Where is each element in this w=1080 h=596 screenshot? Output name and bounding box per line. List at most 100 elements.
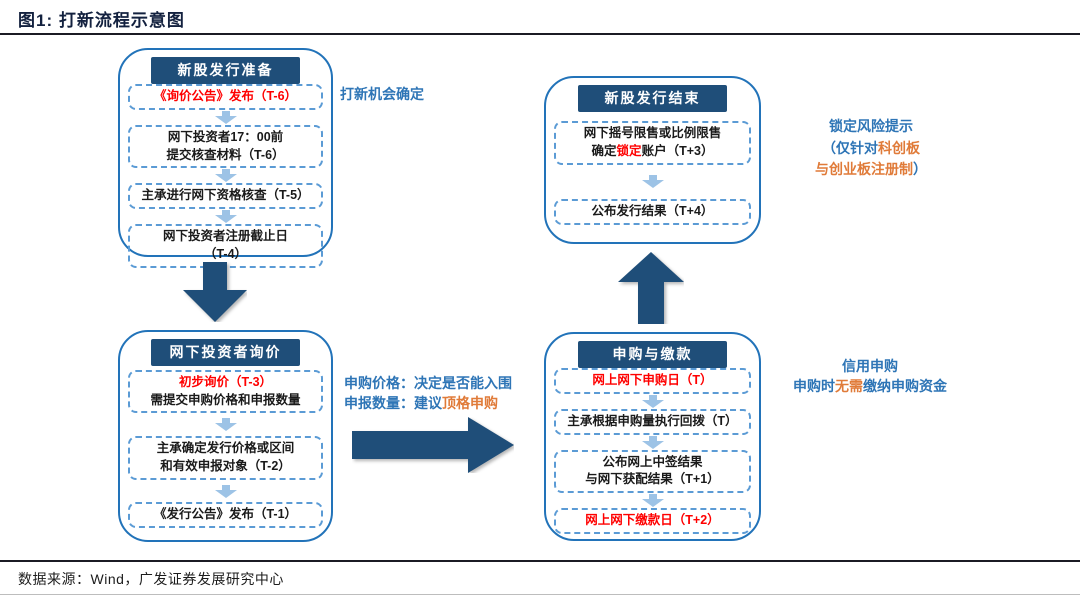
text-segment: （T-4） <box>203 246 248 261</box>
text-segment: ） <box>913 161 927 178</box>
small-down-arrow-icon <box>641 394 664 408</box>
text-line: 网下投资者17：00前 <box>133 129 318 147</box>
text-segment: 《询价公告》发布（T-6） <box>153 89 298 103</box>
flow-step: 主承进行网下资格核查（T-5） <box>128 183 323 209</box>
text-segment: 网上网下申购日（T） <box>592 373 713 387</box>
box-body-preparation: 《询价公告》发布（T-6） 网下投资者17：00前提交核查材料（T-6） 主承进行网… <box>128 84 323 268</box>
text-line: （T-4） <box>133 246 318 264</box>
text-line: 《询价公告》发布（T-6） <box>133 88 318 106</box>
text-line: 初步询价（T-3） <box>133 374 318 392</box>
text-line: 网上网下申购日（T） <box>559 372 746 390</box>
big-up-arrow-icon <box>618 252 684 324</box>
text-segment: 缴纳申购资金 <box>863 378 947 395</box>
text-line: 信用申购 <box>772 356 968 376</box>
text-line: 《发行公告》发布（T-1） <box>133 506 318 524</box>
text-line: 打新机会确定 <box>340 84 424 105</box>
text-segment: 确定 <box>591 144 617 159</box>
small-down-arrow-icon <box>641 175 664 189</box>
text-segment: 网下摇号限售或比例限售 <box>583 126 722 141</box>
flow-step: 主承根据申购量执行回拨（T） <box>554 408 751 435</box>
flow-step: 网上网下申购日（T） <box>554 368 751 394</box>
flow-step: 网下投资者17：00前提交核查材料（T-6） <box>128 124 323 169</box>
figure-title: 图1: 打新流程示意图 <box>18 11 185 30</box>
annotation-pricing-advice: 申购价格：决定是否能入围申报数量：建议顶格申购 <box>344 373 554 414</box>
footer-divider <box>0 560 1080 562</box>
small-down-arrow-icon <box>641 435 664 449</box>
text-line: （仅针对科创板 <box>770 138 972 160</box>
text-segment: 无需 <box>835 378 863 395</box>
text-line: 公布网上中签结果 <box>559 454 746 472</box>
text-line: 和有效申报对象（T-2） <box>133 458 318 476</box>
small-down-arrow-icon <box>214 110 237 124</box>
text-segment: 提交核查材料（T-6） <box>166 147 285 162</box>
text-line: 公布发行结果（T+4） <box>559 203 746 221</box>
text-line: 申购价格：决定是否能入围 <box>344 373 554 393</box>
text-line: 主承确定发行价格或区间 <box>133 440 318 458</box>
flow-step: 初步询价（T-3） 需提交申购价格和申报数量 <box>128 369 323 414</box>
small-down-arrow-icon <box>214 484 237 498</box>
text-line: 主承根据申购量执行回拨（T） <box>559 413 746 431</box>
text-segment: 申购时 <box>793 378 835 395</box>
text-segment: 信用申购 <box>842 358 898 374</box>
box-body-subscription: 网上网下申购日（T） 主承根据申购量执行回拨（T） 公布网上中签结果与网下获配结果（… <box>554 368 751 534</box>
box-title-finish: 新股发行结束 <box>577 85 728 112</box>
text-segment: 网下投资者17：00前 <box>167 129 284 144</box>
text-segment: 申购价格：决定是否能入围 <box>344 375 512 391</box>
text-segment: 网下投资者注册截止日 <box>162 229 288 243</box>
text-line: 锁定风险提示 <box>770 116 972 138</box>
page-bottom-divider <box>0 594 1080 595</box>
text-line: 申报数量：建议顶格申购 <box>344 393 554 413</box>
annotation-credit-subscription: 信用申购申购时无需缴纳申购资金 <box>772 356 968 397</box>
flow-step: 公布网上中签结果与网下获配结果（T+1） <box>554 449 751 493</box>
data-source: 数据来源：Wind，广发证券发展研究中心 <box>18 571 284 587</box>
flow-box-preparation: 新股发行准备 《询价公告》发布（T-6） 网下投资者17：00前提交核查材料（T-… <box>118 48 333 268</box>
text-segment: 打新机会确定 <box>340 86 424 102</box>
text-segment: 锁定 <box>616 144 642 159</box>
text-segment: 锁定风险提示 <box>829 118 913 134</box>
text-line: 主承进行网下资格核查（T-5） <box>133 187 318 205</box>
text-segment: 与创业板注册制 <box>815 161 913 178</box>
annotation-opportunity: 打新机会确定 <box>340 84 424 105</box>
text-segment: 《发行公告》发布（T-1） <box>153 507 298 522</box>
text-segment: 网上网下缴款日（T+2） <box>585 513 720 527</box>
text-line: 提交核查材料（T-6） <box>133 147 318 165</box>
text-segment: 科创板 <box>878 139 920 156</box>
text-line: 需提交申购价格和申报数量 <box>133 392 318 410</box>
text-segment: 申报数量：建议 <box>344 395 442 412</box>
text-line: 网上网下缴款日（T+2） <box>559 512 746 530</box>
big-down-arrow-icon <box>183 262 247 322</box>
text-segment: （仅针对 <box>822 139 878 156</box>
title-divider <box>0 33 1080 35</box>
box-title-subscription: 申购与缴款 <box>577 341 728 368</box>
text-segment: 主承根据申购量执行回拨（T） <box>567 413 738 428</box>
text-segment: 和有效申报对象（T-2） <box>160 458 291 473</box>
box-title-preparation: 新股发行准备 <box>151 57 300 84</box>
text-segment: 主承确定发行价格或区间 <box>156 441 295 456</box>
text-line: 网下摇号限售或比例限售 <box>559 125 746 143</box>
small-down-arrow-icon <box>641 494 664 507</box>
text-line: 网下投资者注册截止日 <box>133 228 318 246</box>
text-segment: 与网下获配结果（T+1） <box>585 472 720 487</box>
small-down-arrow-icon <box>214 169 237 183</box>
text-line: 与创业板注册制） <box>770 159 972 181</box>
flow-step: 《询价公告》发布（T-6） <box>128 84 323 110</box>
box-body-finish: 网下摇号限售或比例限售确定锁定账户（T+3） 公布发行结果（T+4） <box>554 112 751 234</box>
flow-step: 主承确定发行价格或区间和有效申报对象（T-2） <box>128 436 323 480</box>
text-segment: 初步询价（T-3） <box>178 374 273 389</box>
flow-step: 公布发行结果（T+4） <box>554 198 751 225</box>
text-line: 与网下获配结果（T+1） <box>559 471 746 489</box>
flow-box-inquiry: 网下投资者询价 初步询价（T-3）需提交申购价格和申报数量主承确定发行价格或区间… <box>118 330 333 542</box>
text-line: 确定锁定账户（T+3） <box>559 143 746 161</box>
flow-box-finish: 新股发行结束 网下摇号限售或比例限售确定锁定账户（T+3） 公布发行结果（T+4） <box>544 76 761 244</box>
text-segment: 需提交申购价格和申报数量 <box>150 392 301 407</box>
flow-box-subscription: 申购与缴款 网上网下申购日（T） 主承根据申购量执行回拨（T） 公布网上中签结果与网… <box>544 332 761 541</box>
text-segment: 公布发行结果（T+4） <box>591 203 714 218</box>
flow-step: 网下投资者注册截止日 （T-4） <box>128 224 323 268</box>
text-segment: 顶格申购 <box>442 395 498 412</box>
flow-step: 网上网下缴款日（T+2） <box>554 508 751 534</box>
text-line: 申购时无需缴纳申购资金 <box>772 376 968 396</box>
big-right-arrow-icon <box>352 417 514 473</box>
box-title-inquiry: 网下投资者询价 <box>151 339 300 366</box>
small-down-arrow-icon <box>214 418 237 432</box>
